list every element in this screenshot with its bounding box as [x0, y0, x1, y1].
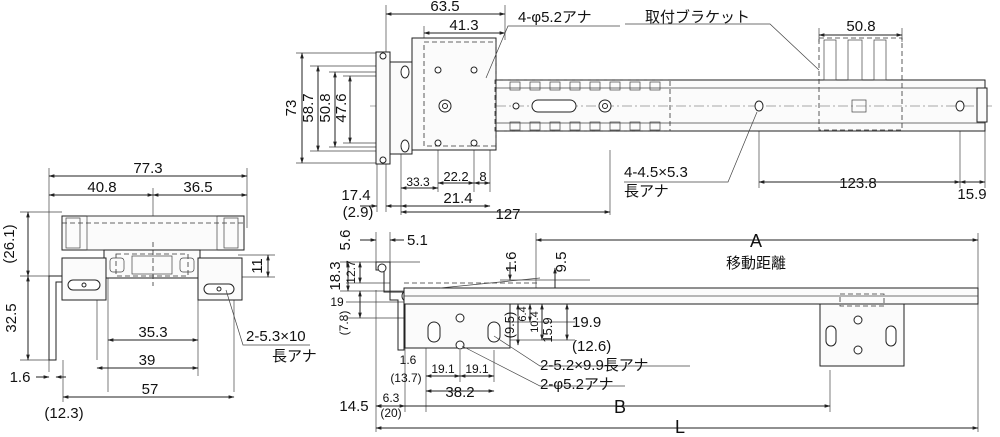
dim-36-5: 36.5	[183, 179, 212, 196]
dim-19-9: 19.9	[572, 314, 601, 331]
dim-5-1: 5.1	[407, 232, 428, 249]
travel-label: 移動距離	[726, 254, 786, 272]
note-slots: 4-4.5×5.3	[624, 164, 688, 181]
dim-1-6: 1.6	[10, 369, 31, 386]
dim-47-6: 47.6	[333, 93, 350, 122]
front-view: A 移動距離 5.6 5.1 18.3 12.7 1.6 9.5 19 (7.8…	[327, 230, 979, 437]
note-bracket: 取付ブラケット	[645, 8, 750, 26]
note-holes: 4-φ5.2アナ	[518, 9, 592, 26]
dim-2-9: (2.9)	[343, 204, 374, 221]
dim-20: (20)	[380, 406, 401, 420]
dim-15-9: 15.9	[957, 186, 986, 203]
dim-6-3: 6.3	[383, 391, 400, 405]
dim-18-3: 18.3	[327, 261, 344, 290]
dim-50-8-rear: 50.8	[846, 18, 875, 35]
dim-11: 11	[249, 258, 266, 274]
dim-9-5-paren: (9.5)	[502, 312, 517, 339]
dim-8: 8	[479, 169, 486, 184]
dim-10-4: 10.4	[529, 311, 541, 332]
dim-41-3: 41.3	[449, 17, 478, 34]
dim-17-4: 17.4	[341, 187, 370, 204]
dim-5-6: 5.6	[337, 230, 354, 251]
dim-57: 57	[142, 381, 159, 398]
dim-13-7: (13.7)	[390, 371, 421, 385]
dim-12-3: (12.3)	[44, 405, 83, 422]
dim-26-1: (26.1)	[1, 224, 18, 263]
dim-6-4: 6.4	[517, 306, 529, 321]
dim-35-3: 35.3	[138, 324, 167, 341]
dim-15-9-front: 15.9	[540, 317, 555, 342]
dim-1-6-top: 1.6	[503, 252, 520, 273]
note-slots-front: 2-5.2×9.9長アナ	[540, 357, 649, 374]
note-slot-2: 長アナ	[272, 348, 317, 365]
dim-21-4: 21.4	[443, 190, 472, 207]
dim-12-6: (12.6)	[572, 338, 611, 355]
dim-1-6-bottom: 1.6	[400, 353, 417, 367]
note-slots-2: 長アナ	[624, 183, 669, 200]
dim-19-1-b: 19.1	[465, 362, 489, 376]
dim-9-5: 9.5	[553, 252, 570, 273]
note-slot: 2-5.3×10	[246, 328, 306, 345]
dim-50-8: 50.8	[317, 93, 334, 122]
dim-14-5: 14.5	[339, 398, 368, 415]
side-view: 77.3 40.8 36.5 (26.1) 11 32.5 35.3 39 1.…	[1, 160, 317, 422]
dim-7-8: (7.8)	[337, 311, 351, 336]
dim-73: 73	[283, 100, 300, 117]
dim-19-1-a: 19.1	[431, 362, 455, 376]
note-holes-front: 2-φ5.2アナ	[540, 376, 614, 393]
dim-123-8: 123.8	[839, 175, 877, 192]
dim-19: 19	[330, 295, 344, 309]
dim-32-5: 32.5	[3, 303, 20, 332]
dim-33-3: 33.3	[406, 175, 430, 189]
dim-A: A	[750, 231, 762, 251]
dim-L: L	[675, 417, 685, 437]
dim-12-7: 12.7	[344, 260, 358, 284]
dim-63-5: 63.5	[430, 0, 459, 15]
dim-77-3: 77.3	[133, 160, 162, 177]
dim-B: B	[614, 397, 626, 417]
dim-127: 127	[495, 206, 520, 223]
dim-22-2: 22.2	[443, 169, 468, 184]
dim-40-8: 40.8	[87, 179, 116, 196]
top-view: 63.5 41.3 73 58.7 50.8 47.6 33.3 22.2 8 …	[283, 0, 995, 223]
dim-58-7: 58.7	[300, 93, 317, 122]
dim-39: 39	[139, 352, 156, 369]
dim-38-2: 38.2	[445, 384, 474, 401]
